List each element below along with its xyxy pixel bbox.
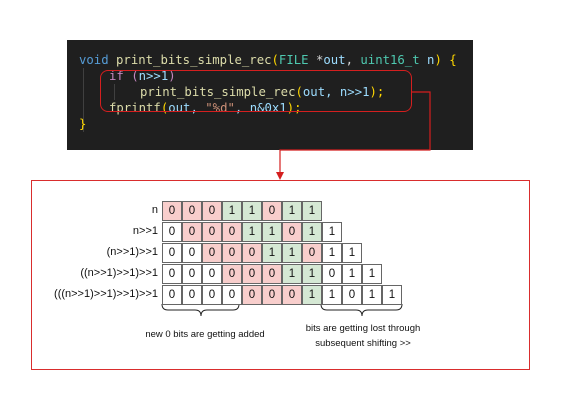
bit-cell: 1	[282, 201, 302, 221]
bit-cell: 0	[242, 243, 262, 263]
bit-cell: 0	[242, 264, 262, 284]
bit-cell: 0	[282, 222, 302, 242]
bit-cell: 0	[162, 201, 182, 221]
bit-cell: 1	[282, 243, 302, 263]
bit-cell: 0	[302, 243, 322, 263]
bit-cell: 0	[202, 285, 222, 305]
bit-cell: 0	[182, 201, 202, 221]
bit-cell: 0	[162, 264, 182, 284]
bit-cell: 1	[382, 285, 402, 305]
row-label: ((n>>1)>>1)>>1	[80, 267, 158, 279]
row-label: (((n>>1)>>1)>>1)>>1	[54, 288, 158, 300]
bit-cell: 1	[342, 264, 362, 284]
bit-cell: 1	[242, 201, 262, 221]
row-label: n	[151, 204, 158, 216]
bit-cell: 0	[262, 201, 282, 221]
row-label: (n>>1)>>1	[106, 246, 158, 258]
indent-guide	[114, 84, 115, 100]
bit-cell: 0	[222, 222, 242, 242]
bit-cell: 1	[362, 264, 382, 284]
left-brace	[161, 303, 240, 317]
bit-cell: 1	[302, 264, 322, 284]
bit-cell: 0	[242, 285, 262, 305]
indent-guide	[83, 68, 84, 132]
bit-cell: 0	[202, 264, 222, 284]
bit-cell: 1	[362, 285, 382, 305]
highlight-box	[100, 70, 412, 112]
bit-cell: 0	[182, 264, 202, 284]
bit-cell: 1	[242, 222, 262, 242]
bit-cell: 0	[202, 201, 222, 221]
code-snippet: void print_bits_simple_rec(FILE *out, ui…	[67, 40, 473, 150]
bit-cell: 1	[322, 243, 342, 263]
code-line-1: void print_bits_simple_rec(FILE *out, ui…	[79, 53, 457, 67]
code-line-2: if (n>>1)	[109, 69, 176, 83]
bit-cell: 1	[222, 201, 242, 221]
bit-cell: 1	[322, 222, 342, 242]
bit-cell: 0	[182, 222, 202, 242]
bit-cell: 1	[322, 285, 342, 305]
bit-cell: 0	[342, 285, 362, 305]
note-lost-bits-line1: bits are getting lost through	[305, 323, 421, 334]
code-line-3: print_bits_simple_rec(out, n>>1);	[140, 85, 385, 99]
bit-cell: 1	[262, 222, 282, 242]
bit-cell: 0	[322, 264, 342, 284]
bit-cell: 0	[262, 264, 282, 284]
bit-cell: 0	[222, 264, 242, 284]
arrow-head	[276, 172, 284, 180]
bit-cell: 0	[182, 285, 202, 305]
bit-cell: 1	[262, 243, 282, 263]
note-new-zero-bits: new 0 bits are getting added	[145, 329, 265, 340]
bit-cell: 1	[302, 222, 322, 242]
note-lost-bits-line2: subsequent shifting >>	[315, 338, 411, 349]
right-brace	[320, 303, 403, 317]
bit-cell: 0	[162, 222, 182, 242]
bit-cell: 0	[282, 285, 302, 305]
code-line-5: }	[79, 117, 87, 131]
bit-cell: 1	[302, 201, 322, 221]
bit-cell: 0	[202, 243, 222, 263]
bit-shift-diagram	[31, 180, 530, 370]
bit-cell: 1	[302, 285, 322, 305]
connector-arrow	[279, 91, 431, 174]
bit-cell: 0	[182, 243, 202, 263]
bit-cell: 0	[262, 285, 282, 305]
bit-cell: 0	[202, 222, 222, 242]
bit-cell: 1	[282, 264, 302, 284]
bit-cell: 0	[222, 285, 242, 305]
bit-cell: 0	[162, 243, 182, 263]
bit-cell: 0	[162, 285, 182, 305]
row-label: n>>1	[132, 225, 158, 237]
bit-cell: 1	[342, 243, 362, 263]
bit-cell: 0	[222, 243, 242, 263]
